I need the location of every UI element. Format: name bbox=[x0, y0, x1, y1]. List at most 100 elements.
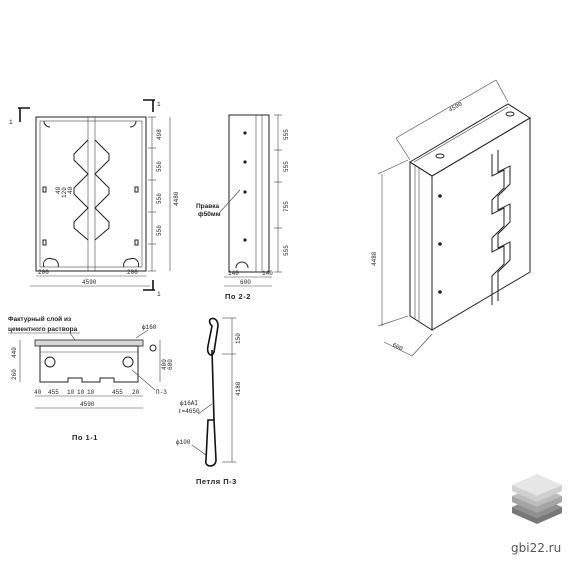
section-dim-b1: 40 bbox=[34, 389, 42, 396]
loop-bottom-left bbox=[42, 257, 59, 268]
loop-note-line1: ф16АI bbox=[180, 400, 198, 407]
key-dim-2: 120 bbox=[61, 187, 68, 198]
iso-key-profile bbox=[491, 154, 505, 305]
side-outline bbox=[228, 114, 270, 273]
section-mark-right-bottom: 1 bbox=[157, 291, 161, 298]
section-mark-left: 1 bbox=[9, 119, 13, 126]
loop-bottom-right bbox=[123, 257, 140, 268]
iso-dim-ext bbox=[411, 333, 433, 357]
front-dim-v4: 556 bbox=[156, 225, 163, 236]
iso-dim-top-line bbox=[395, 79, 497, 139]
loop-detail: 150 4180 ф16АI ℓ=4650 ф100 Петля П-3 bbox=[176, 317, 242, 486]
side-note-line1: Правка bbox=[196, 203, 220, 210]
iso-view: 4590 4480 600 bbox=[371, 79, 531, 357]
front-dim-bottom-right: 200 bbox=[127, 269, 138, 276]
plate-left-2 bbox=[42, 239, 47, 246]
iso-top-loop-1 bbox=[435, 153, 445, 159]
side-dim-bottom-3: 140 bbox=[262, 270, 273, 277]
section-dim-b6: 455 bbox=[112, 389, 123, 396]
plate-left-1 bbox=[42, 186, 47, 193]
iso-dim-ext bbox=[495, 79, 509, 103]
side-loop bbox=[235, 261, 249, 269]
side-note-leader bbox=[219, 189, 241, 213]
section-note-line2: цементного раствора bbox=[8, 326, 78, 333]
iso-dim-depth: 600 bbox=[391, 341, 404, 352]
iso-top-face bbox=[409, 103, 531, 177]
loop-shank bbox=[211, 349, 215, 421]
section-diam-leader bbox=[135, 329, 149, 339]
plate-right-1 bbox=[134, 186, 139, 193]
panel-inner-outline bbox=[39, 120, 143, 268]
section-dim-b2: 455 bbox=[48, 389, 59, 396]
side-dim-bottom-2: 600 bbox=[240, 279, 251, 286]
key-dim-3: 40 bbox=[67, 186, 74, 194]
loop-top-hook bbox=[206, 317, 219, 356]
iso-dim-depth-line bbox=[383, 341, 413, 357]
front-dim-v3: 556 bbox=[156, 193, 163, 204]
key-profile-left bbox=[73, 139, 89, 241]
section-marker-bottom bbox=[143, 280, 155, 291]
section-facing-layer bbox=[34, 339, 144, 347]
section-mark-right-top: 1 bbox=[157, 101, 161, 108]
section-dim-b7: 20 bbox=[132, 389, 140, 396]
section-caption: По 1-1 bbox=[72, 433, 98, 442]
logo-slab-top-side bbox=[512, 485, 562, 502]
side-hole-4 bbox=[243, 238, 247, 242]
front-dim-total-width: 4590 bbox=[82, 279, 97, 286]
loop-bottom-hook bbox=[205, 419, 217, 467]
section-body bbox=[39, 345, 139, 383]
side-hole-3 bbox=[243, 190, 247, 194]
loop-top-left bbox=[43, 120, 51, 128]
section-dim-b5: 10 bbox=[87, 389, 95, 396]
iso-front-face bbox=[431, 117, 531, 331]
iso-key-profile-back bbox=[497, 150, 511, 301]
loop-note-leader bbox=[197, 403, 213, 415]
section-dim-b3: 10 bbox=[67, 389, 75, 396]
side-dim-v2: 555 bbox=[283, 161, 290, 172]
logo-slab-middle-side bbox=[512, 496, 562, 513]
section-marker-right bbox=[143, 99, 155, 112]
logo-slab-bottom-side bbox=[512, 507, 562, 524]
section-dim-left-1: 440 bbox=[11, 347, 18, 358]
section-dim-b4: 10 bbox=[77, 389, 85, 396]
loop-dim-bottom: ф100 bbox=[176, 439, 191, 446]
section-dim-right-2: 600 bbox=[167, 359, 174, 370]
iso-hole-2 bbox=[438, 242, 442, 246]
iso-top-loop-2 bbox=[505, 111, 515, 117]
panel-outline bbox=[35, 116, 147, 272]
loop-top-right bbox=[129, 120, 137, 128]
loop-diam-leader bbox=[191, 444, 207, 456]
section-dim-diameter: ф160 bbox=[142, 324, 157, 331]
side-dim-v3: 755 bbox=[283, 201, 290, 212]
section-void-left bbox=[44, 356, 56, 368]
side-dim-v1: 555 bbox=[283, 129, 290, 140]
plate-right-2 bbox=[134, 239, 139, 246]
key-dim-1: 40 bbox=[55, 186, 62, 194]
iso-dim-ext bbox=[395, 137, 411, 161]
side-hole-2 bbox=[243, 160, 247, 164]
front-dim-v2: 556 bbox=[156, 161, 163, 172]
section-void-right bbox=[122, 356, 134, 368]
site-logo bbox=[512, 474, 562, 524]
loop-dim-height: 4180 bbox=[235, 381, 242, 396]
section-dim-left-2: 260 bbox=[11, 369, 18, 380]
front-dim-v1: 498 bbox=[156, 129, 163, 140]
iso-top-edge bbox=[413, 106, 509, 163]
section-note-line1: Фактурный слой из bbox=[8, 315, 72, 323]
loop-dim-top: 150 bbox=[235, 333, 242, 344]
iso-hole-3 bbox=[438, 290, 442, 294]
iso-dim-height: 4480 bbox=[371, 251, 378, 266]
front-dim-bottom-left: 200 bbox=[38, 269, 49, 276]
side-view: Правка ф50мм 555 555 755 555 140 140 600… bbox=[196, 114, 290, 301]
section-dim-total: 4590 bbox=[80, 401, 95, 408]
section-dim-right-1: 400 bbox=[161, 359, 168, 370]
site-name: gbi22.ru bbox=[511, 541, 561, 555]
loop-caption: Петля П-3 bbox=[196, 477, 237, 486]
side-dim-v4: 555 bbox=[283, 245, 290, 256]
iso-dim-ext bbox=[377, 159, 409, 175]
loop-note-line2: ℓ=4650 bbox=[178, 408, 200, 415]
side-dim-bottom-1: 140 bbox=[228, 270, 239, 277]
section-marker-left bbox=[18, 107, 30, 122]
side-hole-1 bbox=[243, 131, 247, 135]
